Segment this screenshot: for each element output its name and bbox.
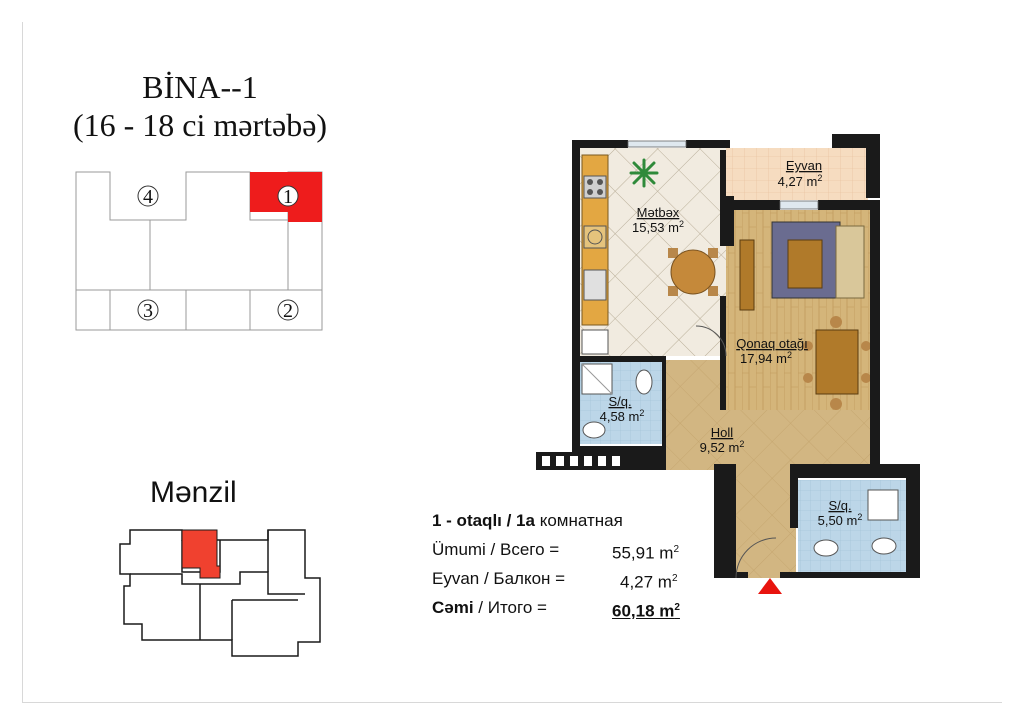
unit-number: 1 <box>283 186 293 208</box>
washing-machine-icon <box>583 225 607 249</box>
kitchen-dining-table <box>668 248 718 296</box>
frame-border-left <box>22 22 23 702</box>
wall-openings <box>542 456 620 466</box>
apartment-key-selected <box>181 529 221 579</box>
apartment-section-label: Mənzil <box>150 476 237 509</box>
total-area-row: Ümumi / Всего = 55,91 m2 <box>432 540 679 563</box>
balcony-area-row: Eyvan / Балкон = 4,27 m2 <box>432 569 678 592</box>
room-label-bathroom-2: S/q. 5,50 m2 <box>818 498 863 528</box>
frame-border-bottom <box>22 702 1002 703</box>
svg-text:Holl: Holl <box>711 425 734 440</box>
unit-marker-3[interactable] <box>137 299 159 321</box>
unit-marker-2[interactable] <box>277 299 299 321</box>
svg-text:4,58 m2: 4,58 m2 <box>600 408 645 424</box>
room-label-balcony: Eyvan 4,27 m2 <box>778 158 823 189</box>
area-summary: 1 - otaqlı / 1a комнатная Ümumi / Всего … <box>432 506 680 622</box>
fridge-icon <box>581 329 609 355</box>
room-label-kitchen: Mətbəx 15,53 m2 <box>632 205 684 235</box>
apartment-type: 1 - otaqlı / 1a комнатная <box>432 511 623 530</box>
sink-icon <box>583 269 607 301</box>
unit-number: 2 <box>283 300 293 322</box>
entrance-door <box>735 537 777 579</box>
hall-floor <box>662 360 870 578</box>
kitchen-window <box>627 140 687 148</box>
entrance-arrow-icon <box>758 578 782 594</box>
apartment-key-plan <box>119 529 321 657</box>
svg-text:Eyvan: Eyvan <box>786 158 822 173</box>
grand-total-row: Cəmi / Итого = 60,18 m2 <box>432 598 680 621</box>
svg-text:S/q.: S/q. <box>828 498 851 513</box>
svg-text:9,52 m2: 9,52 m2 <box>700 439 745 455</box>
kitchen-door <box>695 325 727 357</box>
floor-key-plan: 4 1 3 2 <box>75 171 323 331</box>
toilet-icon <box>635 369 653 395</box>
living-window <box>779 200 819 210</box>
svg-text:Qonaq otağı: Qonaq otağı <box>736 336 808 351</box>
shower-icon <box>867 489 899 521</box>
room-label-hall: Holl 9,52 m2 <box>700 425 745 455</box>
armchair-icon <box>835 225 865 299</box>
living-dining-table <box>803 316 871 410</box>
toilet-icon <box>871 537 897 555</box>
building-title: BİNA--1 <box>142 69 258 105</box>
unit-marker-4[interactable] <box>137 185 159 207</box>
svg-text:Mətbəx: Mətbəx <box>637 205 680 220</box>
svg-text:15,53 m2: 15,53 m2 <box>632 219 684 235</box>
unit-marker-1[interactable] <box>277 185 299 207</box>
tv-stand-icon <box>739 239 755 311</box>
coffee-table-icon <box>787 239 823 289</box>
unit-number: 4 <box>143 186 153 208</box>
floor-range: (16 - 18 ci mərtəbə) <box>72 107 328 143</box>
svg-text:S/q.: S/q. <box>608 394 631 409</box>
washbasin-icon <box>582 421 606 439</box>
apartment-floor-plan: Eyvan 4,27 m2 Mətbəx 15,53 m2 Qonaq otağ… <box>536 134 920 594</box>
balcony-floor <box>726 148 868 200</box>
room-label-living: Qonaq otağı 17,94 m2 <box>736 336 808 366</box>
plant-icon <box>629 158 659 188</box>
svg-text:5,50 m2: 5,50 m2 <box>818 512 863 528</box>
stove-icon <box>583 175 607 199</box>
svg-text:17,94 m2: 17,94 m2 <box>740 350 792 366</box>
washbasin-icon <box>813 539 839 557</box>
room-label-bathroom-1: S/q. 4,58 m2 <box>600 394 645 424</box>
unit-number: 3 <box>143 300 153 322</box>
svg-text:4,27 m2: 4,27 m2 <box>778 173 823 189</box>
